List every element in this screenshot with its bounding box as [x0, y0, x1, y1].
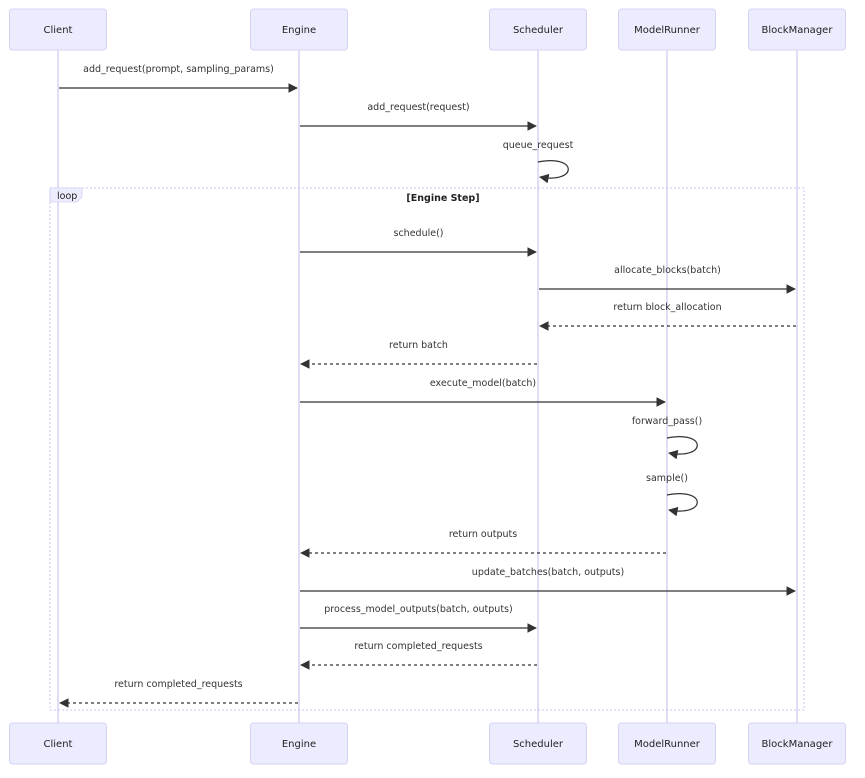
message: add_request(request) [300, 102, 537, 131]
message: sample() [646, 473, 698, 517]
message-label: return outputs [449, 529, 517, 540]
self-message-arrow [666, 493, 698, 517]
participant-label: Client [44, 25, 73, 36]
message-label: forward_pass() [632, 416, 702, 427]
message-label: schedule() [394, 228, 444, 239]
participant-label: Client [44, 739, 73, 750]
participant-label: Scheduler [513, 25, 564, 36]
message: update_batches(batch, outputs) [300, 567, 796, 596]
message-label: queue_request [503, 140, 574, 151]
message-label: add_request(request) [367, 102, 469, 113]
message: return outputs [300, 529, 666, 558]
participant-label: ModelRunner [634, 739, 701, 750]
message: return block_allocation [539, 302, 796, 331]
message-label: allocate_blocks(batch) [614, 265, 721, 276]
message-label: return completed_requests [114, 679, 242, 690]
message-label: return block_allocation [613, 302, 721, 313]
participant-scheduler-bottom[interactable]: Scheduler [489, 722, 587, 765]
message-label: update_batches(batch, outputs) [472, 567, 624, 578]
participant-engine-bottom[interactable]: Engine [250, 722, 348, 765]
participant-label: ModelRunner [634, 25, 701, 36]
message: allocate_blocks(batch) [539, 265, 796, 294]
message: execute_model(batch) [300, 378, 666, 407]
loop-title: [Engine Step] [406, 193, 479, 204]
participant-modelrunner-top[interactable]: ModelRunner [618, 8, 716, 51]
participant-client-bottom[interactable]: Client [9, 722, 107, 765]
participant-blockmanager-top[interactable]: BlockManager [748, 8, 846, 51]
message: add_request(prompt, sampling_params) [59, 64, 298, 93]
participant-label: Engine [282, 25, 316, 36]
participant-blockmanager-bottom[interactable]: BlockManager [748, 722, 846, 765]
participant-modelrunner-bottom[interactable]: ModelRunner [618, 722, 716, 765]
loop-keyword: loop [57, 191, 77, 202]
message: return completed_requests [59, 679, 298, 708]
message: return completed_requests [300, 641, 537, 670]
participant-client-top[interactable]: Client [9, 8, 107, 51]
loop-block: loop [Engine Step] [49, 187, 805, 711]
self-message-arrow [537, 160, 569, 184]
message: return batch [300, 340, 537, 369]
message-label: return completed_requests [354, 641, 482, 652]
participant-engine-top[interactable]: Engine [250, 8, 348, 51]
self-message-arrow [666, 436, 698, 460]
message: forward_pass() [632, 416, 702, 460]
message: schedule() [300, 228, 537, 257]
participant-label: BlockManager [762, 739, 834, 750]
participant-scheduler-top[interactable]: Scheduler [489, 8, 587, 51]
participant-label: BlockManager [762, 25, 834, 36]
participant-label: Engine [282, 739, 316, 750]
message-label: process_model_outputs(batch, outputs) [324, 604, 512, 615]
message: queue_request [503, 140, 574, 184]
message: process_model_outputs(batch, outputs) [300, 604, 537, 633]
message-label: execute_model(batch) [430, 378, 536, 389]
message-label: add_request(prompt, sampling_params) [83, 64, 274, 75]
message-label: return batch [389, 340, 448, 351]
participant-label: Scheduler [513, 739, 564, 750]
message-label: sample() [646, 473, 688, 484]
